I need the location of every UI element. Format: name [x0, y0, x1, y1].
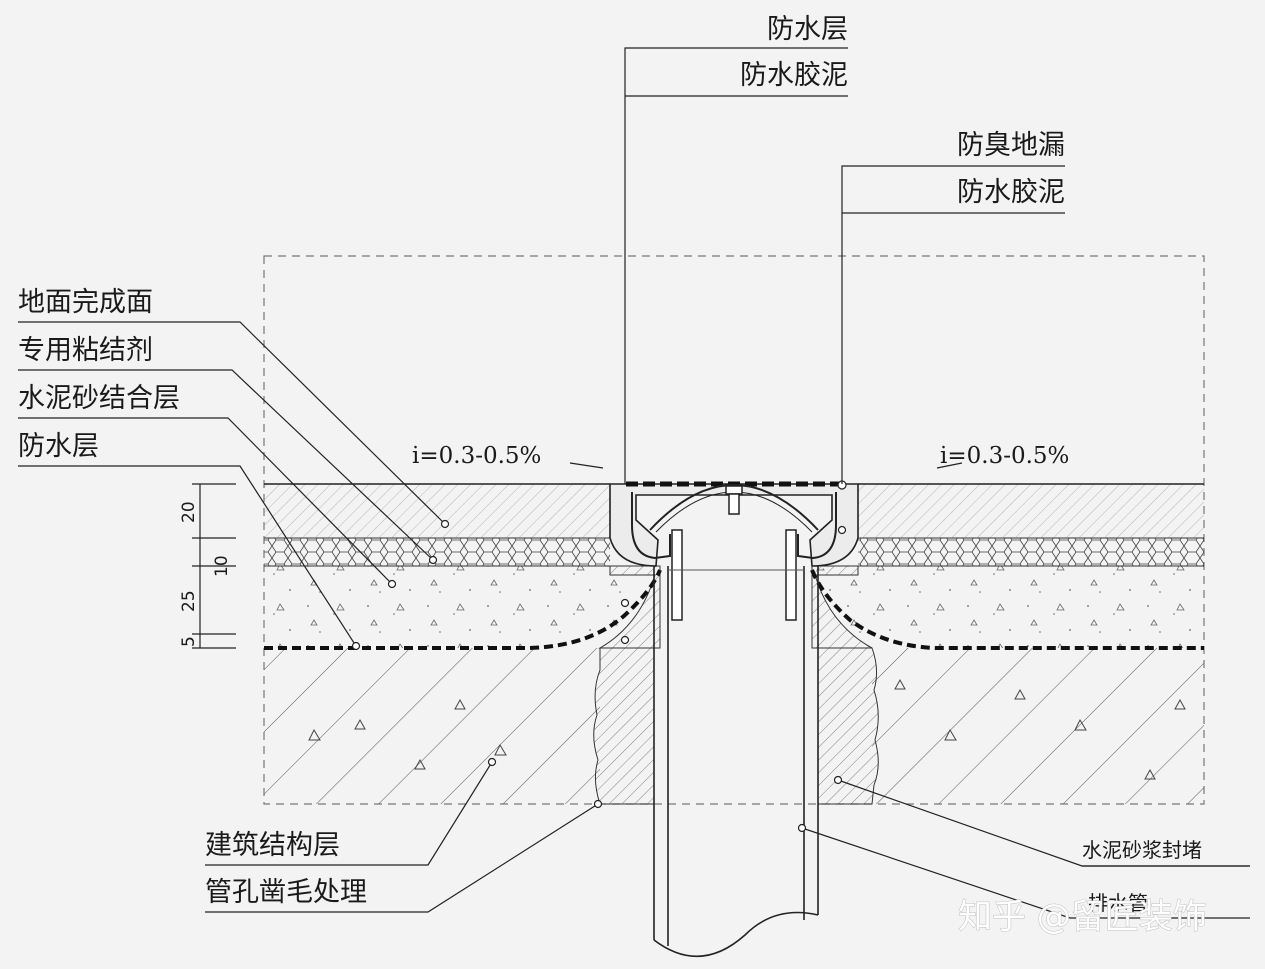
mortar-seal	[593, 647, 879, 805]
label-odor-drain: 防臭地漏	[957, 130, 1065, 161]
label-mortar-bond: 水泥砂结合层	[18, 383, 180, 414]
leader-lines	[18, 47, 1250, 919]
slope-label-right: i=0.3-0.5%	[940, 443, 1069, 469]
slope-arrow-right	[936, 462, 963, 469]
label-floor-finish: 地面完成面	[18, 287, 153, 318]
dim-20: 20	[179, 501, 199, 523]
structure-layer	[264, 648, 1204, 804]
adhesive-layer	[264, 537, 1204, 567]
slope-arrow-left	[569, 462, 604, 469]
label-pipe-hole: 管孔凿毛处理	[205, 877, 367, 908]
label-waterproof-putty-right: 防水胶泥	[957, 177, 1065, 208]
dim-25: 25	[179, 590, 199, 612]
label-waterproof-left: 防水层	[18, 431, 99, 462]
dimension-line	[192, 483, 236, 649]
drain-pipe	[653, 566, 819, 958]
waterproof-membrane	[264, 569, 1204, 650]
dim-5: 5	[179, 636, 199, 647]
mortar-bond-layer	[264, 566, 1204, 648]
label-waterproof-putty-top: 防水胶泥	[740, 60, 848, 91]
label-adhesive: 专用粘结剂	[18, 335, 153, 366]
label-waterproof-layer-top: 防水层	[767, 14, 848, 45]
leader-dots	[351, 519, 847, 833]
watermark: 知乎 @留匠装饰	[958, 897, 1207, 937]
dim-10: 10	[212, 555, 232, 577]
label-mortar-seal: 水泥砂浆封堵	[1082, 838, 1202, 862]
floor-drain-body	[609, 480, 859, 621]
label-structure-layer: 建筑结构层	[205, 830, 340, 861]
waterproof-putty-wedge	[598, 565, 873, 649]
floor-finish-layer	[264, 483, 1204, 538]
label-drain-pipe: 排水管	[1088, 891, 1148, 915]
slope-label-left: i=0.3-0.5%	[412, 443, 541, 469]
